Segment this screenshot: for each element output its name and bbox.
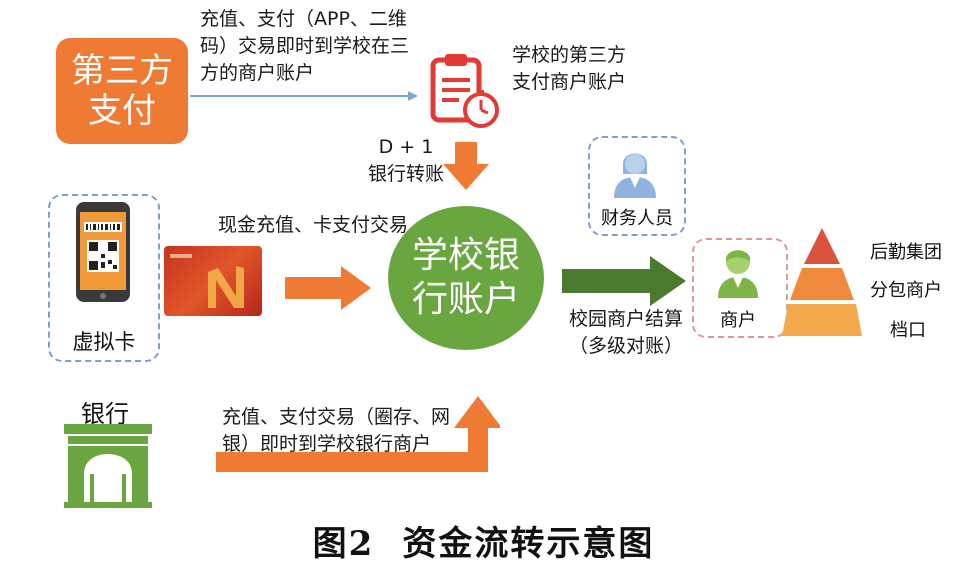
school-account-line2: 行账户 — [411, 279, 520, 320]
bank-flow-line1: 充值、支付交易（圈存、网 — [222, 406, 451, 428]
third-party-label-line1: 第三方 — [71, 51, 173, 91]
pyramid-label-top: 后勤集团 — [870, 242, 942, 263]
pyramid-level-middle — [790, 268, 854, 300]
settlement-line1: 校园商户结算 — [568, 308, 683, 330]
caption-number: 图2 — [312, 524, 375, 564]
third-party-payment-box: 第三方 支付 — [56, 38, 188, 144]
bank-flow-text: 充值、支付交易（圈存、网 银）即时到学校银行商户 — [222, 404, 462, 458]
pyramid-level-bottom — [782, 304, 862, 336]
pyramid-level-top — [804, 228, 840, 264]
bank-building-icon — [64, 424, 152, 508]
bank-to-account-arrow — [216, 396, 500, 472]
pyramid-label-bottom: 档口 — [890, 320, 926, 341]
cash-flow-text: 现金充值、卡支付交易 — [218, 214, 409, 236]
account-label-line1: 学校的第三方 — [512, 44, 627, 66]
merchant-icon — [718, 250, 758, 298]
third-party-flow-line3: 方的商户账户 — [200, 62, 315, 84]
bank-label: 银行 — [81, 400, 129, 428]
third-party-label-line2: 支付 — [88, 91, 156, 131]
third-party-arrow — [190, 91, 418, 101]
settlement-arrow — [562, 256, 686, 306]
phone-qr-icon — [76, 202, 130, 302]
school-third-party-account-label: 学校的第三方 支付商户账户 — [512, 42, 652, 96]
virtual-card-box — [48, 194, 160, 362]
account-label-line2: 支付商户账户 — [512, 71, 627, 93]
transfer-line2: 银行转账 — [367, 163, 444, 185]
third-party-flow-line2: 码）交易即时到学校在三 — [200, 35, 410, 57]
figure-caption: 图2 资金流转示意图 — [0, 516, 967, 565]
finance-staff-box — [588, 136, 686, 236]
third-party-flow-line1: 充值、支付（APP、二维 — [200, 8, 407, 30]
settlement-text: 校园商户结算 （多级对账） — [556, 306, 696, 360]
card-to-account-arrow — [285, 266, 371, 310]
settlement-line2: （多级对账） — [568, 335, 683, 357]
finance-staff-icon — [614, 153, 656, 198]
merchant-label: 商户 — [720, 310, 756, 331]
clipboard-timer-icon — [430, 54, 499, 128]
school-account-line1: 学校银 — [411, 235, 520, 276]
transfer-label: D + 1 银行转账 — [356, 134, 456, 188]
campus-card-image — [164, 246, 262, 316]
merchant-pyramid — [782, 228, 862, 336]
virtual-card-label: 虚拟卡 — [72, 330, 136, 354]
caption-title: 资金流转示意图 — [402, 524, 655, 564]
pyramid-label-middle: 分包商户 — [870, 280, 942, 301]
finance-staff-label: 财务人员 — [601, 208, 673, 229]
school-bank-account: 学校银 行账户 — [388, 206, 544, 350]
third-party-flow-text: 充值、支付（APP、二维 码）交易即时到学校在三 方的商户账户 — [200, 6, 430, 87]
merchant-box — [692, 238, 788, 338]
transfer-line1: D + 1 — [378, 136, 434, 158]
down-arrow — [443, 142, 489, 190]
bank-flow-line2: 银）即时到学校银行商户 — [222, 433, 432, 455]
